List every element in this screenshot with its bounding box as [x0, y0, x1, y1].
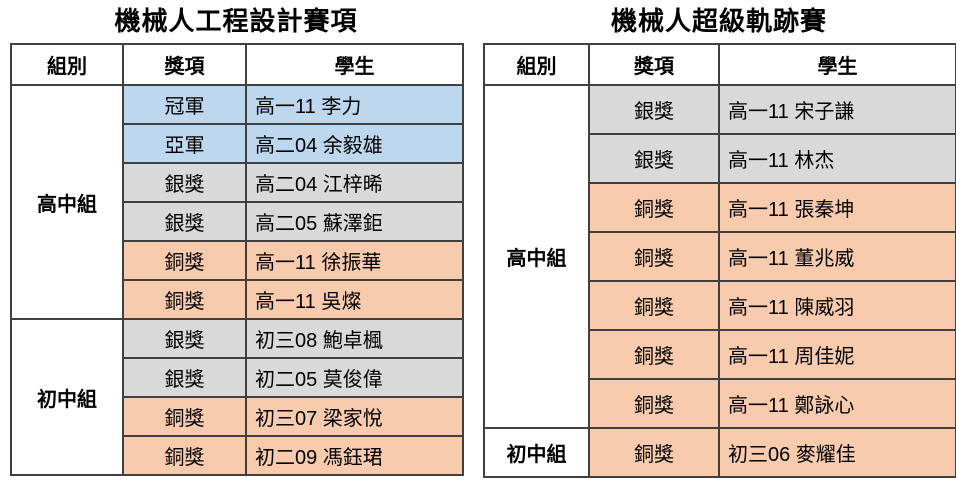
- award-cell: 銅獎: [122, 396, 247, 437]
- award-cell: 銀獎: [588, 84, 720, 135]
- student-cell: 高一11 李力: [245, 84, 464, 125]
- table-row: 高中組銀獎高一11 宋子謙: [483, 84, 956, 429]
- table-row: 銅獎高一11 董兆威: [484, 231, 956, 282]
- student-cell: 高一11 陳威羽: [718, 280, 956, 331]
- student-cell: 高一11 徐振華: [245, 240, 464, 281]
- award-cell: 銅獎: [588, 329, 720, 380]
- column-header: 組別: [10, 43, 124, 86]
- table-row: 銅獎高一11 徐振華: [11, 240, 464, 281]
- student-cell: 高一11 董兆威: [718, 231, 956, 282]
- student-cell: 高一11 張秦坤: [718, 182, 956, 233]
- award-cell: 銅獎: [122, 435, 247, 476]
- student-cell: 高一11 周佳妮: [718, 329, 956, 380]
- column-header: 獎項: [588, 43, 720, 86]
- table-title-super-track: 機械人超級軌跡賽: [610, 6, 827, 36]
- student-cell: 初二05 莫俊偉: [245, 357, 464, 398]
- award-cell: 銅獎: [588, 378, 720, 429]
- award-cell: 銅獎: [588, 280, 720, 331]
- student-cell: 高二04 余毅雄: [245, 123, 464, 164]
- student-cell: 高一11 林杰: [718, 133, 956, 184]
- table-row: 銅獎高一11 張秦坤: [484, 182, 956, 233]
- student-cell: 初二09 馮鈺珺: [245, 435, 464, 476]
- table-row: 銅獎高一11 吳燦: [11, 279, 464, 320]
- table-row: 初中組銅獎初三06 麥耀佳: [483, 427, 956, 478]
- column-header: 學生: [718, 43, 956, 86]
- award-cell: 銀獎: [122, 357, 247, 398]
- table-block-engineering-design: 機械人工程設計賽項 組別獎項學生 高中組冠軍高一11 李力亞軍高二04 余毅雄銀…: [10, 0, 464, 476]
- table-row: 亞軍高二04 余毅雄: [11, 123, 464, 164]
- table-row: 銅獎高一11 陳威羽: [484, 280, 956, 331]
- header-row: 組別獎項學生: [10, 43, 464, 86]
- table-row: 銀獎高二05 蘇澤鉅: [11, 201, 464, 242]
- award-cell: 銀獎: [122, 201, 247, 242]
- award-cell: 銅獎: [588, 182, 720, 233]
- table-row: 銀獎高二04 江梓晞: [11, 162, 464, 203]
- table-row: 銅獎初三07 梁家悅: [11, 396, 464, 437]
- column-header: 獎項: [122, 43, 247, 86]
- student-cell: 初三06 麥耀佳: [718, 427, 956, 478]
- student-cell: 高一11 宋子謙: [718, 84, 956, 135]
- table-row: 高中組冠軍高一11 李力: [10, 84, 464, 320]
- table-row: 銅獎初二09 馮鈺珺: [11, 435, 464, 476]
- awards-table-engineering-design: 組別獎項學生 高中組冠軍高一11 李力亞軍高二04 余毅雄銀獎高二04 江梓晞銀…: [10, 43, 464, 476]
- group-cell: 高中組: [10, 84, 124, 320]
- table-row: 銀獎初二05 莫俊偉: [11, 357, 464, 398]
- award-cell: 銅獎: [122, 240, 247, 281]
- student-cell: 初三08 鮑卓楓: [245, 318, 464, 359]
- student-cell: 初三07 梁家悅: [245, 396, 464, 437]
- student-cell: 高二05 蘇澤鉅: [245, 201, 464, 242]
- group-cell: 初中組: [10, 318, 124, 476]
- table-row: 初中組銀獎初三08 鮑卓楓: [10, 318, 464, 476]
- student-cell: 高一11 吳燦: [245, 279, 464, 320]
- award-cell: 銀獎: [122, 318, 247, 359]
- award-cell: 銅獎: [122, 279, 247, 320]
- table-title-engineering-design: 機械人工程設計賽項: [114, 6, 358, 36]
- student-cell: 高一11 鄭詠心: [718, 378, 956, 429]
- column-header: 組別: [483, 43, 590, 86]
- header-row: 組別獎項學生: [483, 43, 956, 86]
- award-cell: 銀獎: [122, 162, 247, 203]
- award-cell: 冠軍: [122, 84, 247, 125]
- award-cell: 銀獎: [588, 133, 720, 184]
- award-cell: 銅獎: [588, 427, 720, 478]
- group-cell: 高中組: [483, 84, 590, 429]
- table-row: 銀獎高一11 林杰: [484, 133, 956, 184]
- column-header: 學生: [245, 43, 464, 86]
- student-cell: 高二04 江梓晞: [245, 162, 464, 203]
- awards-table-super-track: 組別獎項學生 高中組銀獎高一11 宋子謙銀獎高一11 林杰銅獎高一11 張秦坤銅…: [483, 43, 956, 478]
- table-block-super-track: 機械人超級軌跡賽 組別獎項學生 高中組銀獎高一11 宋子謙銀獎高一11 林杰銅獎…: [483, 0, 956, 478]
- group-cell: 初中組: [483, 427, 590, 478]
- award-cell: 銅獎: [588, 231, 720, 282]
- award-cell: 亞軍: [122, 123, 247, 164]
- table-row: 銅獎高一11 鄭詠心: [484, 378, 956, 429]
- table-row: 銅獎高一11 周佳妮: [484, 329, 956, 380]
